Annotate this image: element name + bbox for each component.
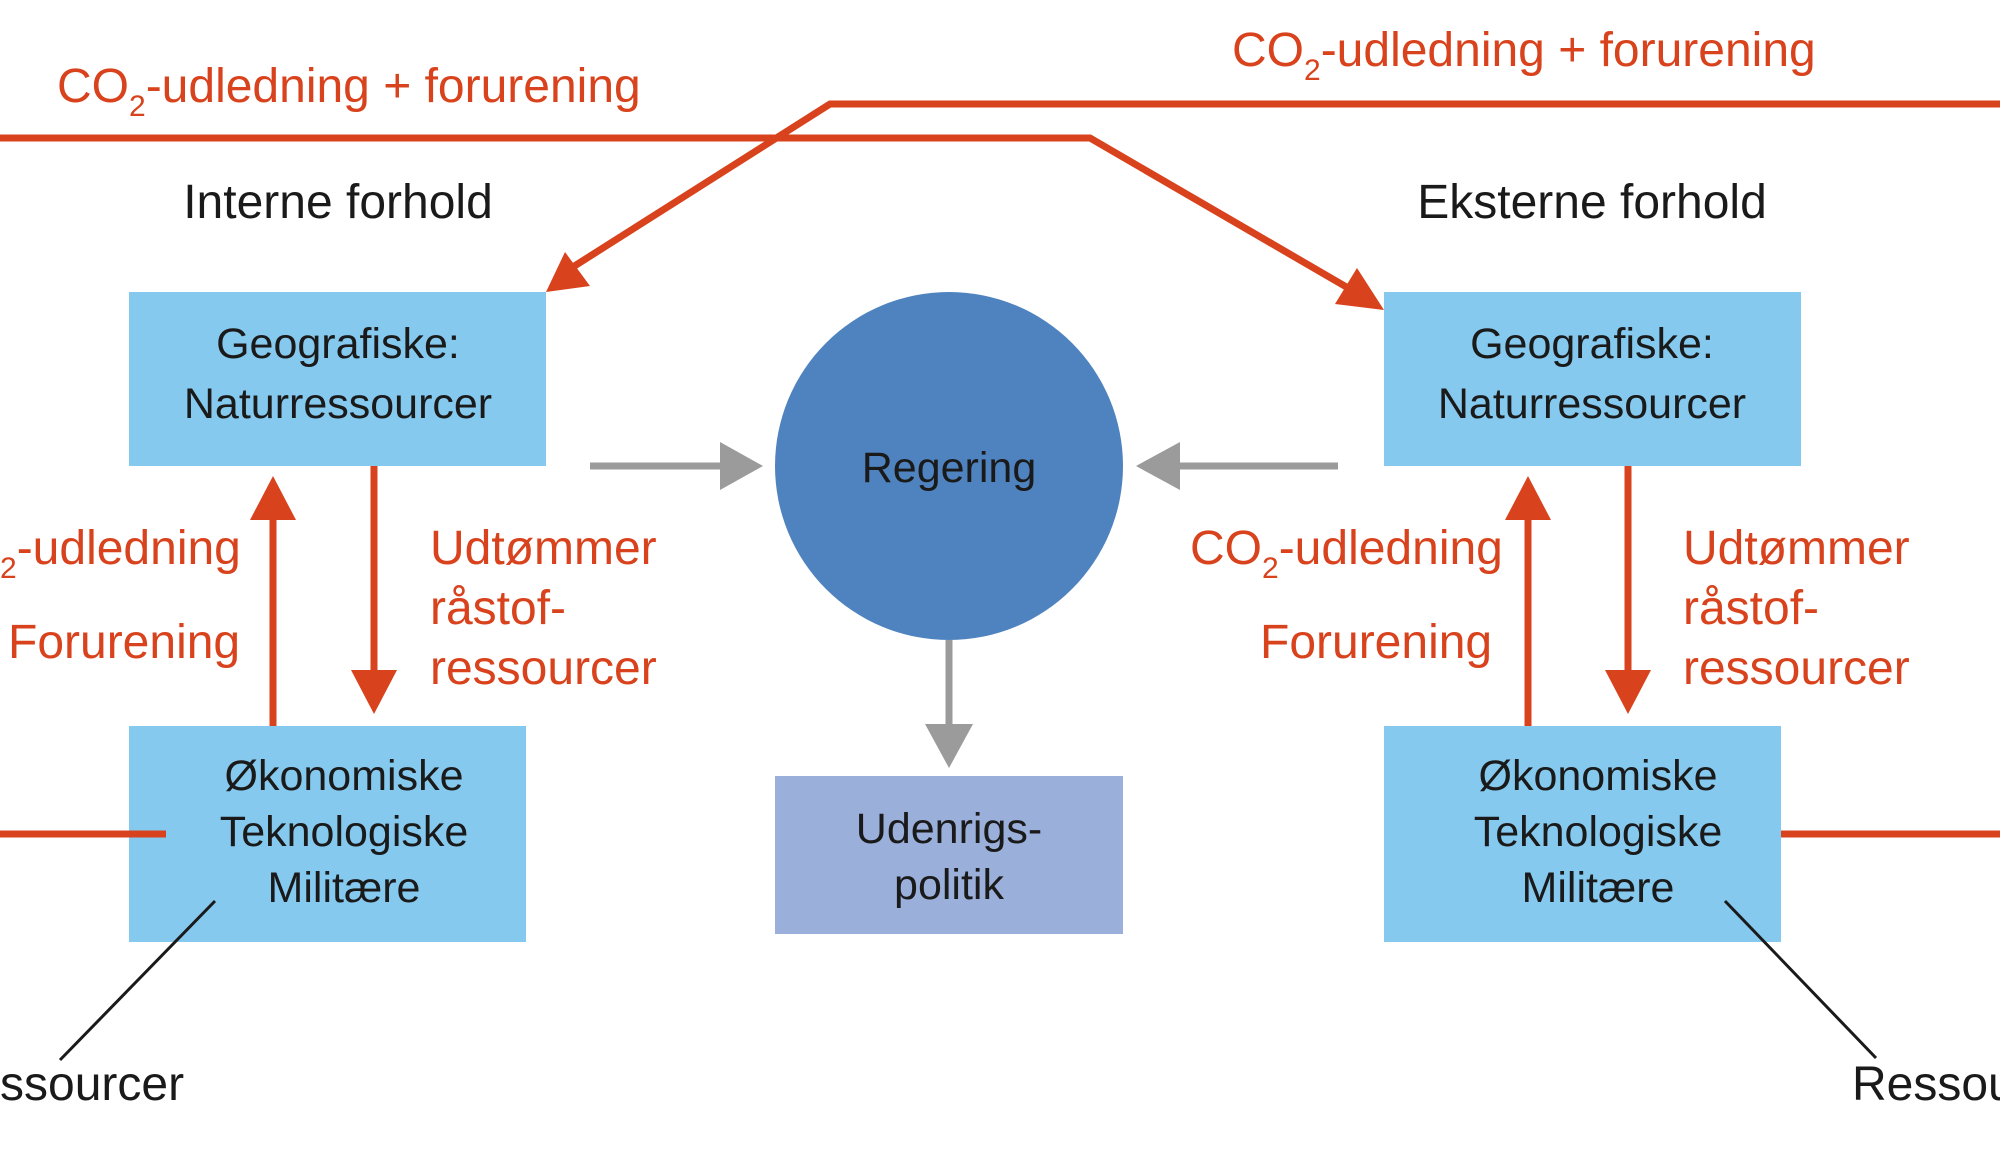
left-geo-line2: Naturressourcer [184,380,492,428]
foreign-policy-line2: politik [894,861,1004,909]
left-eco-line1: Økonomiske [225,752,464,800]
arrowhead-left-box [546,252,590,292]
left-geo-line1: Geografiske: [216,320,460,368]
left-udt-line3: ressourcer [430,642,657,695]
right-udt-line1: Udtømmer [1683,522,1910,575]
right-ressourcer-label: Ressou [1852,1058,2000,1111]
left-ressourcer-label: ssourcer [0,1058,184,1111]
right-eco-line2: Teknologiske [1474,808,1723,856]
left-udt-line1: Udtømmer [430,522,657,575]
right-geo-box [1384,292,1801,466]
foreign-policy-line1: Udenrigs- [856,805,1042,853]
right-udt-line3: ressourcer [1683,642,1910,695]
left-co2-label: 2-udledning [0,522,241,585]
top-line-to-right-box [0,134,1357,296]
left-geo-box [129,292,546,466]
center-down-arrowhead [925,724,973,768]
government-label: Regering [862,444,1037,492]
right-forurening-label: Forurening [1260,616,1492,669]
left-eco-line3: Militære [268,864,421,912]
left-udt-line2: råstof- [430,582,566,635]
right-geo-line1: Geografiske: [1470,320,1714,368]
left-down-arrowhead [351,670,397,714]
government-circle [775,292,1123,640]
left-forurening-label: Forurening [8,616,240,669]
right-to-center-arrowhead [1136,442,1180,490]
right-eco-line1: Økonomiske [1479,752,1718,800]
top-left-co2-label: CO2-udledning + forurening [57,60,641,123]
heading-internal: Interne forhold [183,176,493,229]
right-down-arrowhead [1605,670,1651,714]
foreign-policy-box [775,776,1123,934]
right-ressourcer-pointer [1723,899,1878,1060]
left-eco-box [129,726,526,942]
arrowhead-right-box [1335,268,1384,310]
left-up-arrowhead [250,476,296,520]
right-eco-line3: Militære [1522,864,1675,912]
right-geo-line2: Naturressourcer [1438,380,1746,428]
left-eco-line2: Teknologiske [220,808,469,856]
right-up-arrowhead [1505,476,1551,520]
left-to-center-arrowhead [720,442,763,490]
top-right-co2-label: CO2-udledning + forurening [1232,24,1816,87]
top-line-to-left-box [563,100,2000,275]
right-co2-label: CO2-udledning [1190,522,1503,585]
left-ressourcer-pointer [58,899,217,1062]
heading-external: Eksterne forhold [1417,176,1767,229]
right-eco-box [1384,726,1781,942]
right-udt-line2: råstof- [1683,582,1819,635]
